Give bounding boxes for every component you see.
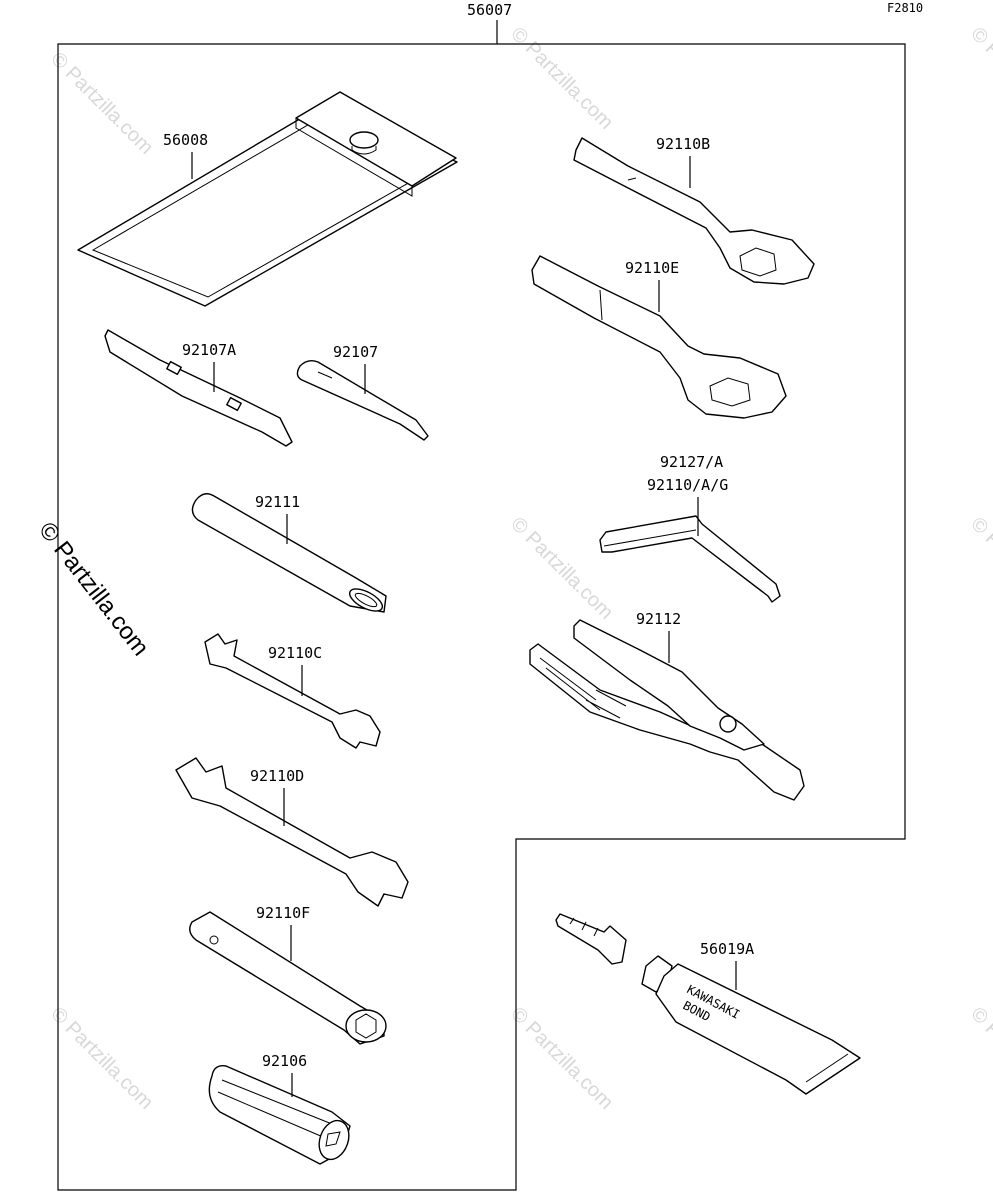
watermark-faint: © Partzilla.com xyxy=(46,48,157,159)
watermark-faint: © Partzilla.com xyxy=(506,1003,617,1114)
part-label-92127A: 92127/A xyxy=(660,453,723,471)
watermark-faint: © Partzilla.com xyxy=(966,1003,993,1114)
part-label-92110F: 92110F xyxy=(256,904,310,922)
watermark-main: © Partzilla.com xyxy=(33,517,154,661)
part-label-56008: 56008 xyxy=(163,131,208,149)
kit-boundary xyxy=(57,43,906,1191)
part-label-92110C: 92110C xyxy=(268,644,322,662)
watermark-faint: © Partzilla.com xyxy=(966,513,993,624)
part-label-92110B: 92110B xyxy=(656,135,710,153)
screwdriver-bit-small-icon xyxy=(296,359,429,441)
watermark-faint: © Partzilla.com xyxy=(966,23,993,134)
screwdriver-bit-icon xyxy=(104,329,293,447)
part-label-92107: 92107 xyxy=(333,343,378,361)
part-label-92110AG: 92110/A/G xyxy=(647,476,728,494)
kit-number-label: 56007 xyxy=(467,1,512,19)
tube-handle-icon xyxy=(191,493,387,613)
open-wrench-small-icon xyxy=(204,633,381,749)
open-wrench-large-icon xyxy=(175,757,409,907)
grip-plug-icon xyxy=(208,1065,351,1165)
watermark-faint: © Partzilla.com xyxy=(506,513,617,624)
part-label-92110E: 92110E xyxy=(625,259,679,277)
part-label-56019A: 56019A xyxy=(700,940,754,958)
watermark-faint: © Partzilla.com xyxy=(46,1003,157,1114)
ring-wrench-large-icon xyxy=(531,255,787,419)
part-label-92111: 92111 xyxy=(255,493,300,511)
part-label-92107A: 92107A xyxy=(182,341,236,359)
tool-pouch-icon xyxy=(77,91,458,307)
part-label-92110D: 92110D xyxy=(250,767,304,785)
ring-wrench-small-icon xyxy=(573,137,815,285)
part-label-92106: 92106 xyxy=(262,1052,307,1070)
watermark-faint: © Partzilla.com xyxy=(506,23,617,134)
box-spanner-icon xyxy=(189,911,387,1045)
figure-code: F2810 xyxy=(887,1,923,15)
pliers-icon xyxy=(529,619,805,801)
part-label-92112: 92112 xyxy=(636,610,681,628)
hex-key-icon xyxy=(599,515,781,603)
